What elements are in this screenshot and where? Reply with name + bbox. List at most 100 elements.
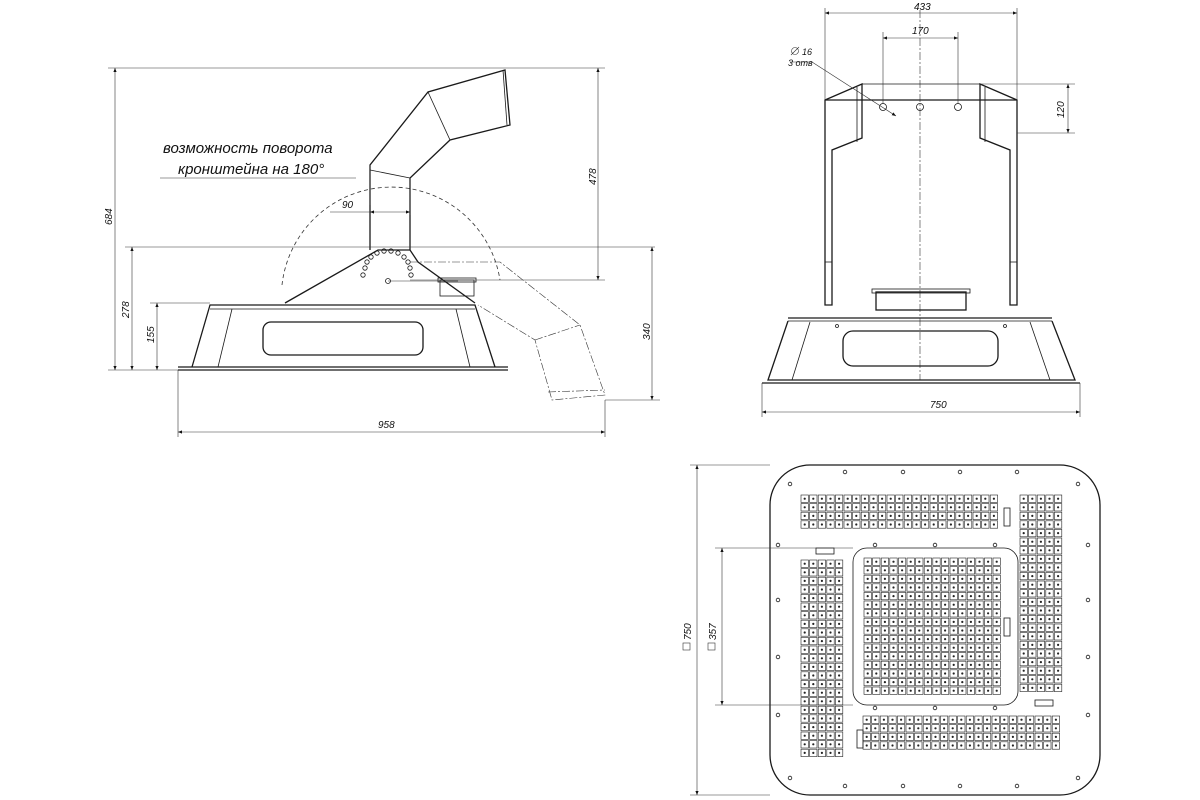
led-dot — [803, 734, 806, 737]
led-dot — [961, 681, 964, 684]
led-dot — [1039, 557, 1042, 561]
led-dot — [975, 497, 978, 500]
led-dot — [958, 497, 961, 500]
led-dot — [925, 735, 929, 739]
led-dot — [909, 638, 912, 641]
mount-bolt — [932, 542, 938, 548]
led-dot — [820, 562, 824, 565]
led-dot — [865, 744, 868, 747]
led-dot — [1022, 557, 1025, 561]
led-dot — [944, 603, 947, 606]
led-dot — [812, 726, 815, 729]
led-dot — [875, 560, 878, 563]
mount-bolt — [1085, 542, 1091, 548]
led-dot — [892, 672, 895, 675]
led-dot — [986, 744, 989, 747]
led-dot — [960, 735, 963, 739]
led-dot — [803, 588, 806, 591]
led-dot — [1022, 635, 1025, 638]
led-dot — [812, 506, 815, 509]
led-dot — [1057, 583, 1060, 586]
led-dot — [935, 569, 938, 572]
led-dot — [812, 657, 815, 660]
led-dot — [1020, 727, 1023, 730]
mount-bolt — [872, 542, 878, 548]
led-dot — [901, 586, 904, 589]
led-dot — [820, 708, 824, 712]
led-dot — [995, 681, 998, 684]
led-dot — [900, 727, 903, 730]
led-dot — [1029, 727, 1032, 730]
led-dot — [932, 514, 935, 518]
led-dot — [1048, 635, 1051, 638]
led-dot — [803, 514, 806, 518]
led-dot — [1039, 600, 1042, 604]
led-dot — [949, 514, 953, 518]
led-dot — [944, 672, 947, 675]
led-dot — [969, 612, 973, 615]
led-dot — [812, 605, 815, 608]
led-dot — [987, 569, 990, 572]
led-dot — [865, 735, 868, 739]
led-dot — [918, 681, 921, 684]
led-dot — [952, 681, 955, 684]
led-dot — [975, 506, 978, 509]
led-dot — [994, 718, 997, 721]
led-dot — [1057, 514, 1060, 518]
led-dot — [1037, 727, 1040, 730]
led-dot — [1039, 514, 1042, 518]
led-dot — [969, 569, 973, 572]
led-dot — [883, 638, 887, 641]
led-dot — [908, 744, 911, 747]
mount-bolt — [787, 775, 793, 781]
mount-bolts — [775, 469, 1091, 789]
led-dot — [865, 727, 868, 730]
led-dot — [820, 588, 824, 591]
led-dot — [829, 717, 832, 720]
led-dot — [829, 648, 832, 651]
led-dot — [891, 744, 894, 747]
led-dot — [820, 717, 824, 720]
led-dot — [995, 629, 998, 632]
led-dot — [820, 523, 824, 526]
led-dot — [1037, 744, 1040, 747]
led-dot — [987, 689, 990, 692]
led-dot — [1031, 609, 1034, 612]
led-dot — [967, 506, 970, 509]
led-dot — [1039, 635, 1042, 638]
led-dot — [803, 597, 806, 600]
led-dot — [820, 657, 824, 660]
led-dot — [838, 691, 841, 694]
led-dot — [1039, 592, 1042, 595]
led-dot — [889, 523, 892, 526]
led-dot — [935, 681, 938, 684]
led-dot — [829, 751, 832, 755]
led-dot — [969, 689, 973, 692]
led-dot — [1022, 661, 1025, 664]
led-dot — [812, 717, 815, 720]
led-dot — [961, 620, 964, 624]
led-dot — [918, 603, 921, 606]
led-dot — [875, 603, 878, 606]
led-dot — [812, 571, 815, 574]
led-dot — [968, 727, 972, 730]
led-dot — [969, 646, 973, 649]
led-dot — [935, 603, 938, 606]
led-dot — [1029, 744, 1032, 747]
led-dot — [838, 571, 841, 574]
led-dot — [978, 646, 981, 649]
dim-arm-offset: 90 — [342, 200, 354, 211]
led-dot — [951, 718, 954, 721]
led-dot — [952, 586, 955, 589]
led-dot — [892, 689, 895, 692]
led-dot — [986, 727, 989, 730]
led-dot — [961, 655, 964, 658]
led-dot — [892, 638, 895, 641]
led-dot — [969, 620, 973, 624]
led-dot — [987, 586, 990, 589]
led-dot — [1057, 686, 1060, 690]
led-dot — [855, 523, 858, 526]
led-dot — [812, 588, 815, 591]
led-dot — [803, 640, 806, 643]
mount-hole-right — [954, 103, 962, 111]
